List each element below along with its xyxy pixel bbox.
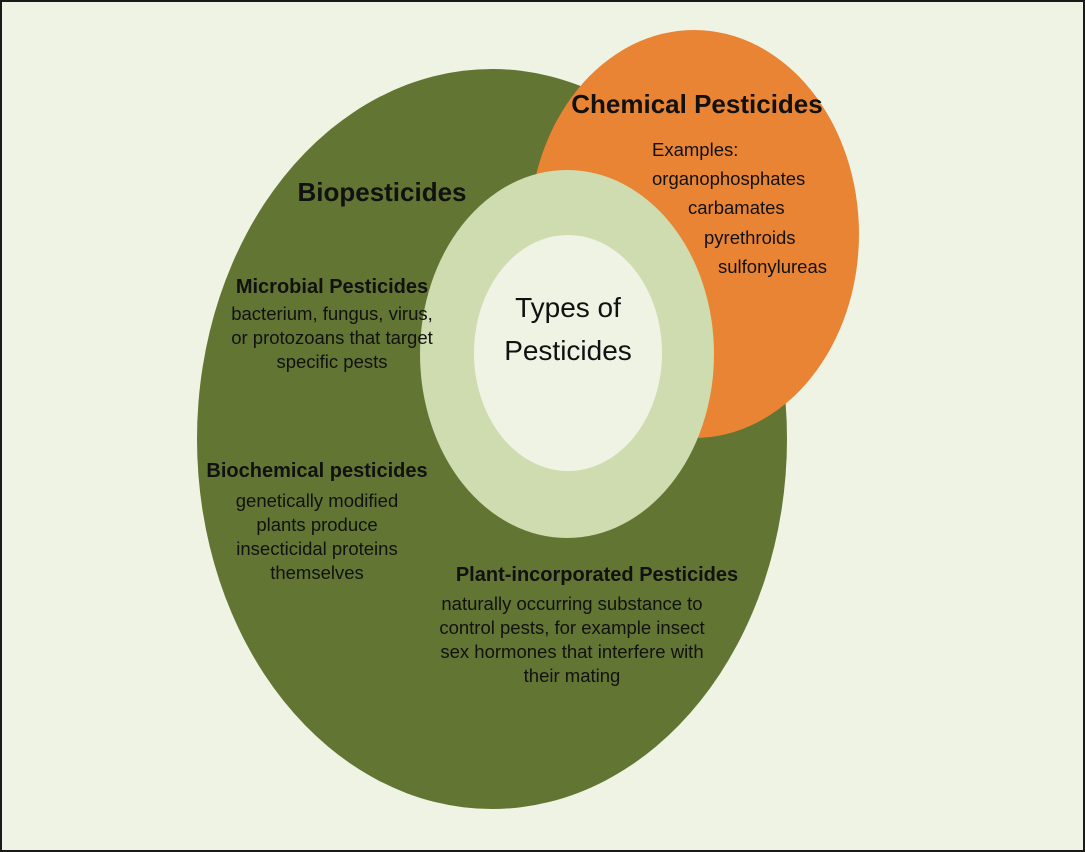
- plant-incorporated-pesticides-description: naturally occurring substance to control…: [439, 593, 705, 687]
- center-core: [474, 235, 662, 471]
- chemical-example-item: organophosphates: [652, 168, 806, 190]
- chemical-example-item: pyrethroids: [704, 226, 796, 248]
- microbial-pesticides-description: bacterium, fungus, virus, or protozoans …: [231, 303, 433, 373]
- biochemical-pesticides-description: genetically modified plants produce inse…: [235, 490, 399, 584]
- chemical-examples-list: Examples: organophosphates carbamates py…: [632, 135, 862, 281]
- plant-incorporated-pesticides-title: Plant-incorporated Pesticides: [455, 564, 739, 586]
- chemical-pesticides-title: Chemical Pesticides: [571, 89, 823, 119]
- microbial-pesticides-title: Microbial Pesticides: [235, 276, 429, 298]
- chemical-example-item: carbamates: [688, 197, 785, 219]
- biopesticides-title: Biopesticides: [297, 177, 467, 207]
- biochemical-pesticides-title: Biochemical pesticides: [206, 460, 428, 482]
- chemical-example-item: sulfonylureas: [718, 255, 828, 277]
- chemical-examples-label: Examples:: [652, 139, 739, 160]
- center-label: Types of Pesticides: [504, 292, 632, 367]
